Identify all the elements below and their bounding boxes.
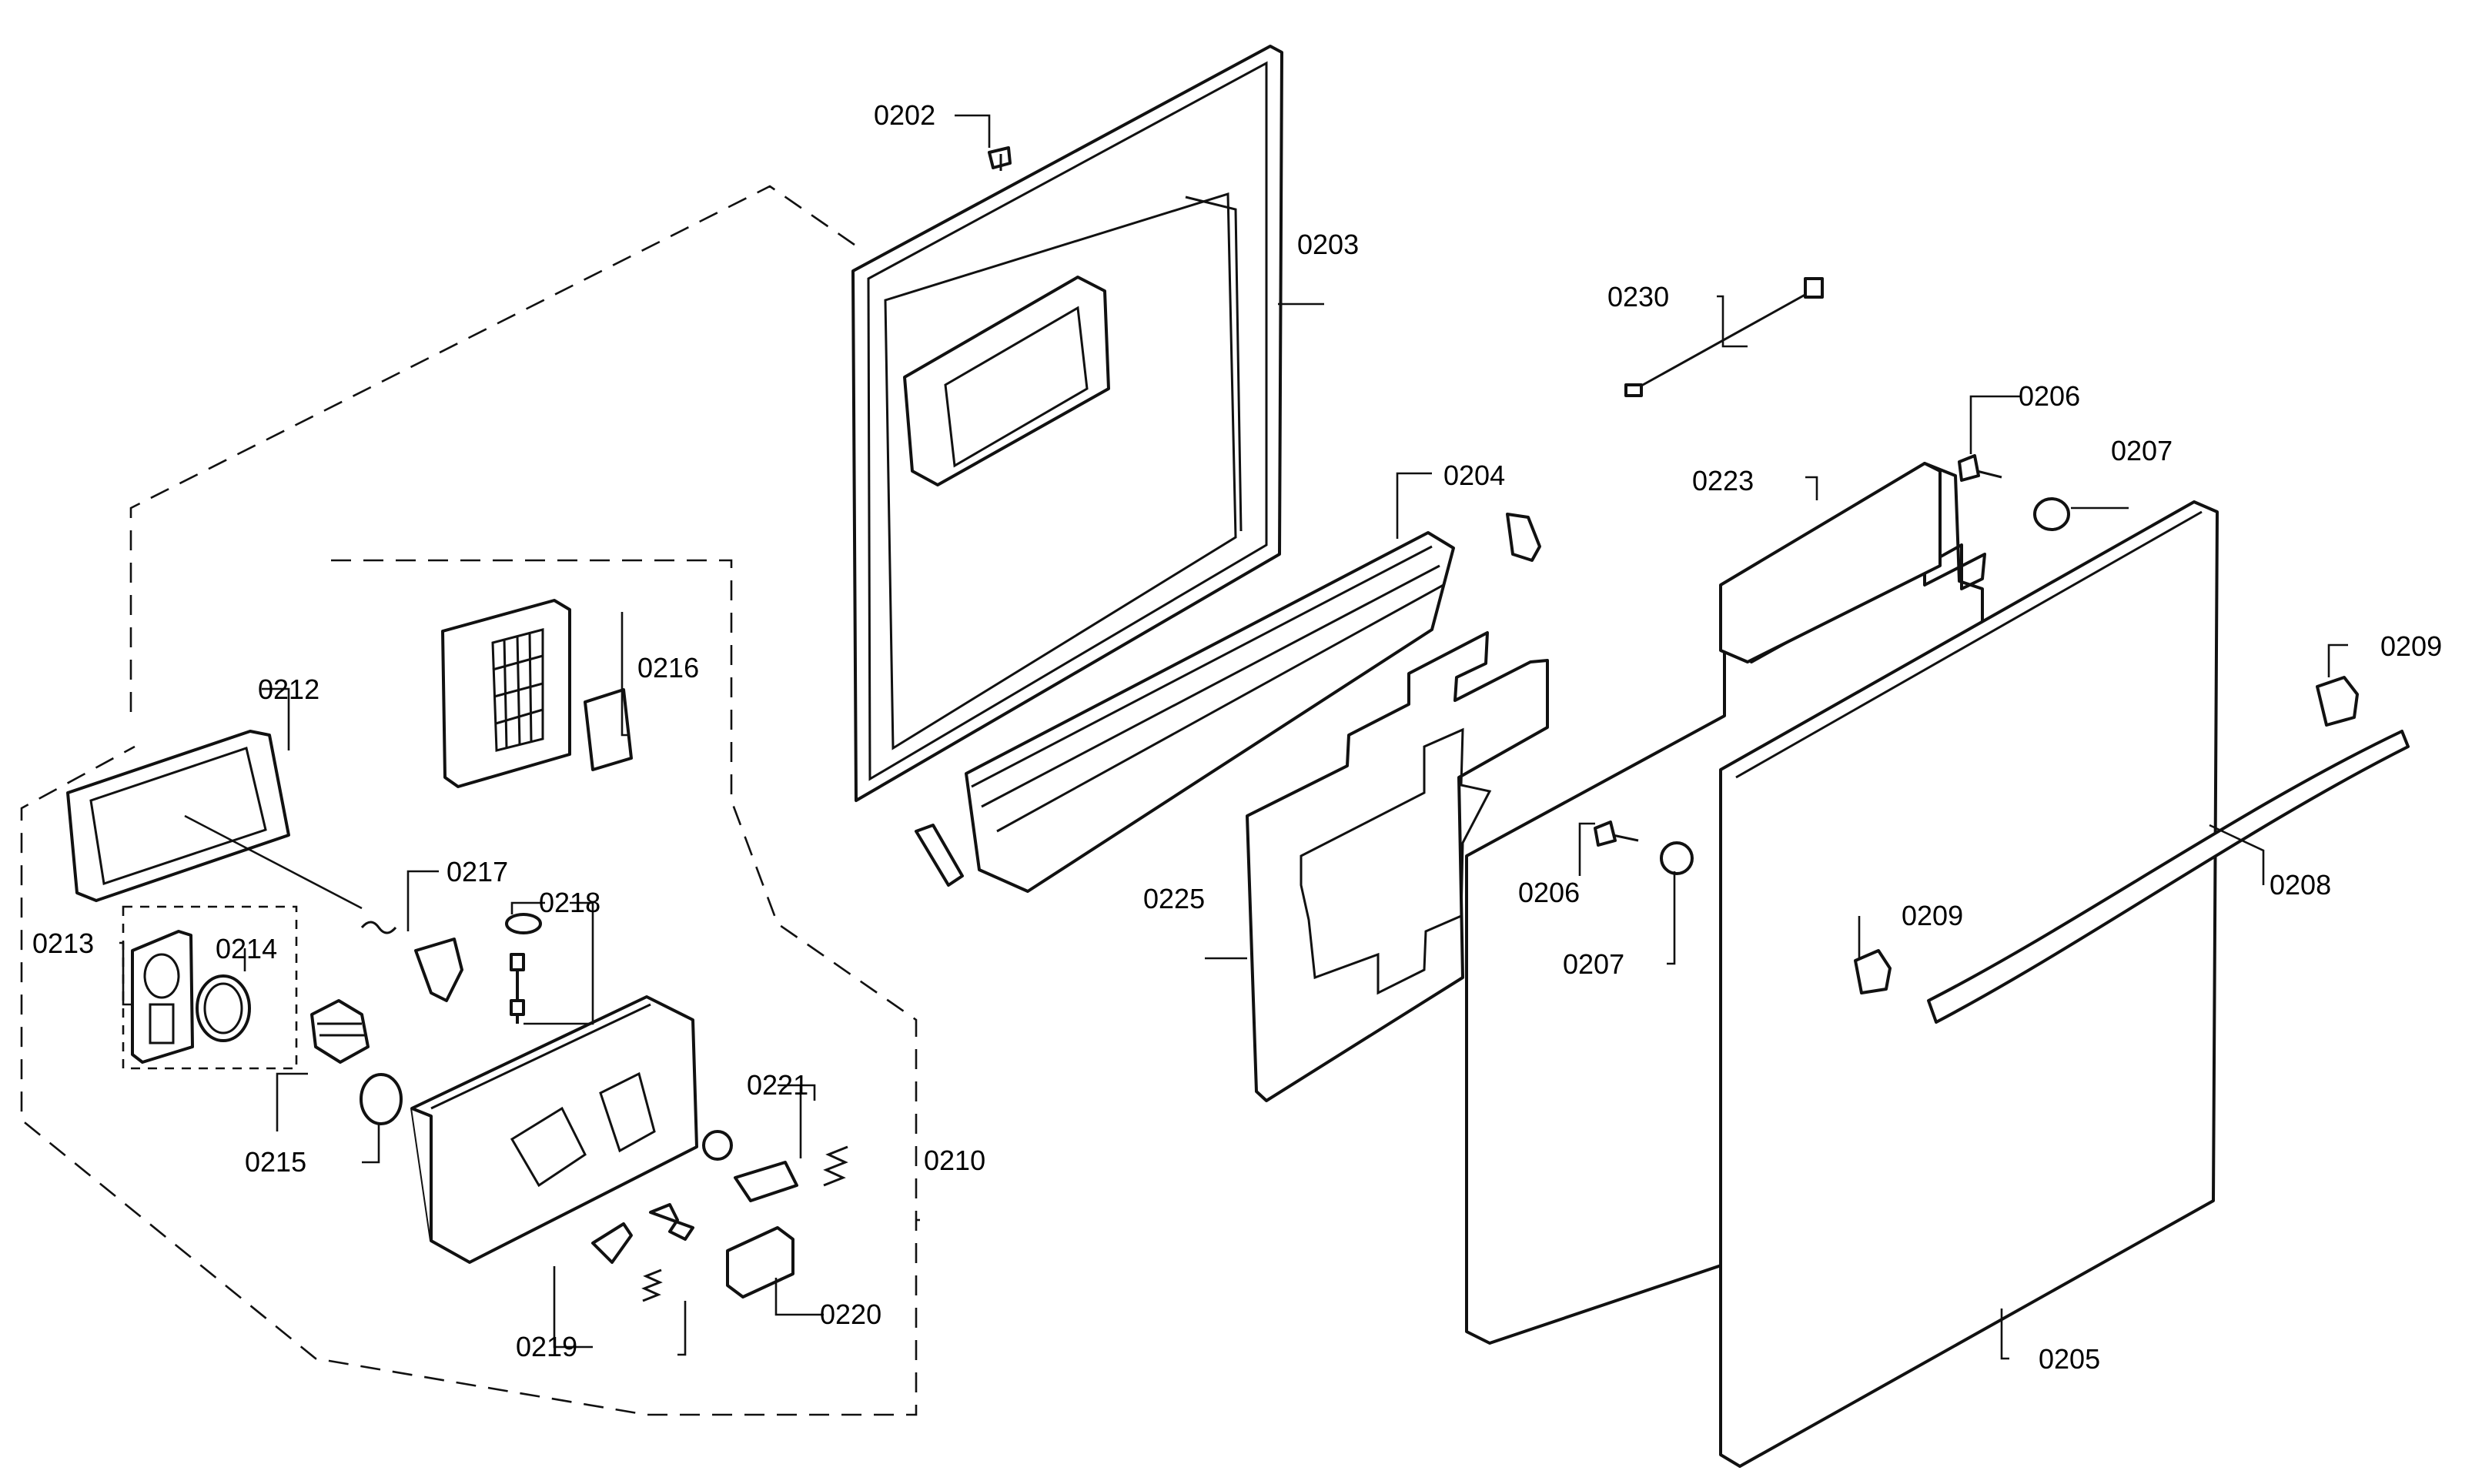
dispenser-housing — [410, 995, 698, 1264]
label-0219: 0219 — [516, 1331, 577, 1362]
label-0225: 0225 — [1143, 883, 1205, 914]
label-0230: 0230 — [1607, 281, 1669, 313]
label-0221: 0221 — [747, 1069, 808, 1101]
label-0223: 0223 — [1692, 465, 1754, 496]
o-ring-0215 — [360, 1073, 403, 1125]
handle-cap-lower — [1854, 949, 1892, 994]
label-0218: 0218 — [539, 887, 600, 918]
label-0217: 0217 — [447, 856, 508, 887]
clip-0219 — [591, 1222, 633, 1264]
label-0215: 0215 — [245, 1146, 306, 1178]
inner-door-frame — [851, 45, 1283, 802]
label-0204: 0204 — [1443, 460, 1505, 491]
label-0220: 0220 — [820, 1298, 881, 1330]
label-0207-upper: 0207 — [2111, 435, 2173, 466]
pin-0218 — [505, 913, 542, 1024]
screw-0202 — [988, 146, 1012, 171]
label-0206-lower: 0206 — [1518, 877, 1580, 908]
screw-0206-lower — [1594, 821, 1639, 847]
label-0214: 0214 — [216, 933, 277, 964]
spring-lever-0217 — [360, 921, 463, 1002]
inner-assembly-boundary — [20, 559, 918, 1416]
lever-0221 — [734, 1161, 798, 1202]
wire-harness — [1624, 277, 1824, 397]
spring-0221 — [823, 1145, 848, 1187]
lever-0219 — [649, 1203, 694, 1241]
hinge-clip — [1506, 513, 1541, 562]
outer-assembly-boundary — [129, 185, 855, 724]
ball-0221 — [702, 1130, 733, 1161]
label-0207-lower: 0207 — [1563, 948, 1624, 980]
label-0216: 0216 — [637, 652, 699, 684]
gasket-guide-line — [184, 814, 363, 910]
dispenser-gasket-frame — [66, 730, 290, 902]
insulation-panel — [1246, 631, 1549, 1102]
label-0209-lower: 0209 — [1902, 900, 1963, 931]
lid-seal-pad — [584, 688, 633, 771]
label-0203: 0203 — [1297, 229, 1359, 260]
door-handle — [1927, 730, 2410, 1024]
rinse-aid-cap — [310, 999, 370, 1064]
label-0208: 0208 — [2270, 869, 2331, 901]
washer-0207-lower — [1660, 841, 1694, 875]
trim-strip — [915, 531, 1455, 893]
label-0202: 0202 — [874, 99, 935, 131]
spring-0219 — [641, 1268, 663, 1302]
screw-0206-upper — [1958, 454, 2002, 482]
label-0210: 0210 — [924, 1145, 985, 1176]
label-0206-upper: 0206 — [2019, 380, 2080, 412]
handle-cap-upper — [2316, 676, 2359, 727]
seal-group-boundary — [122, 905, 298, 1070]
label-0209-upper: 0209 — [2380, 630, 2442, 662]
leader-lines — [119, 114, 2348, 1360]
label-0213: 0213 — [32, 928, 94, 959]
washer-0207-upper — [2033, 497, 2070, 531]
dispenser-lid — [441, 599, 571, 788]
dispenser-cover — [131, 930, 194, 1064]
label-0212: 0212 — [258, 673, 319, 705]
switch-0220 — [726, 1226, 794, 1298]
label-0205: 0205 — [2039, 1343, 2100, 1375]
